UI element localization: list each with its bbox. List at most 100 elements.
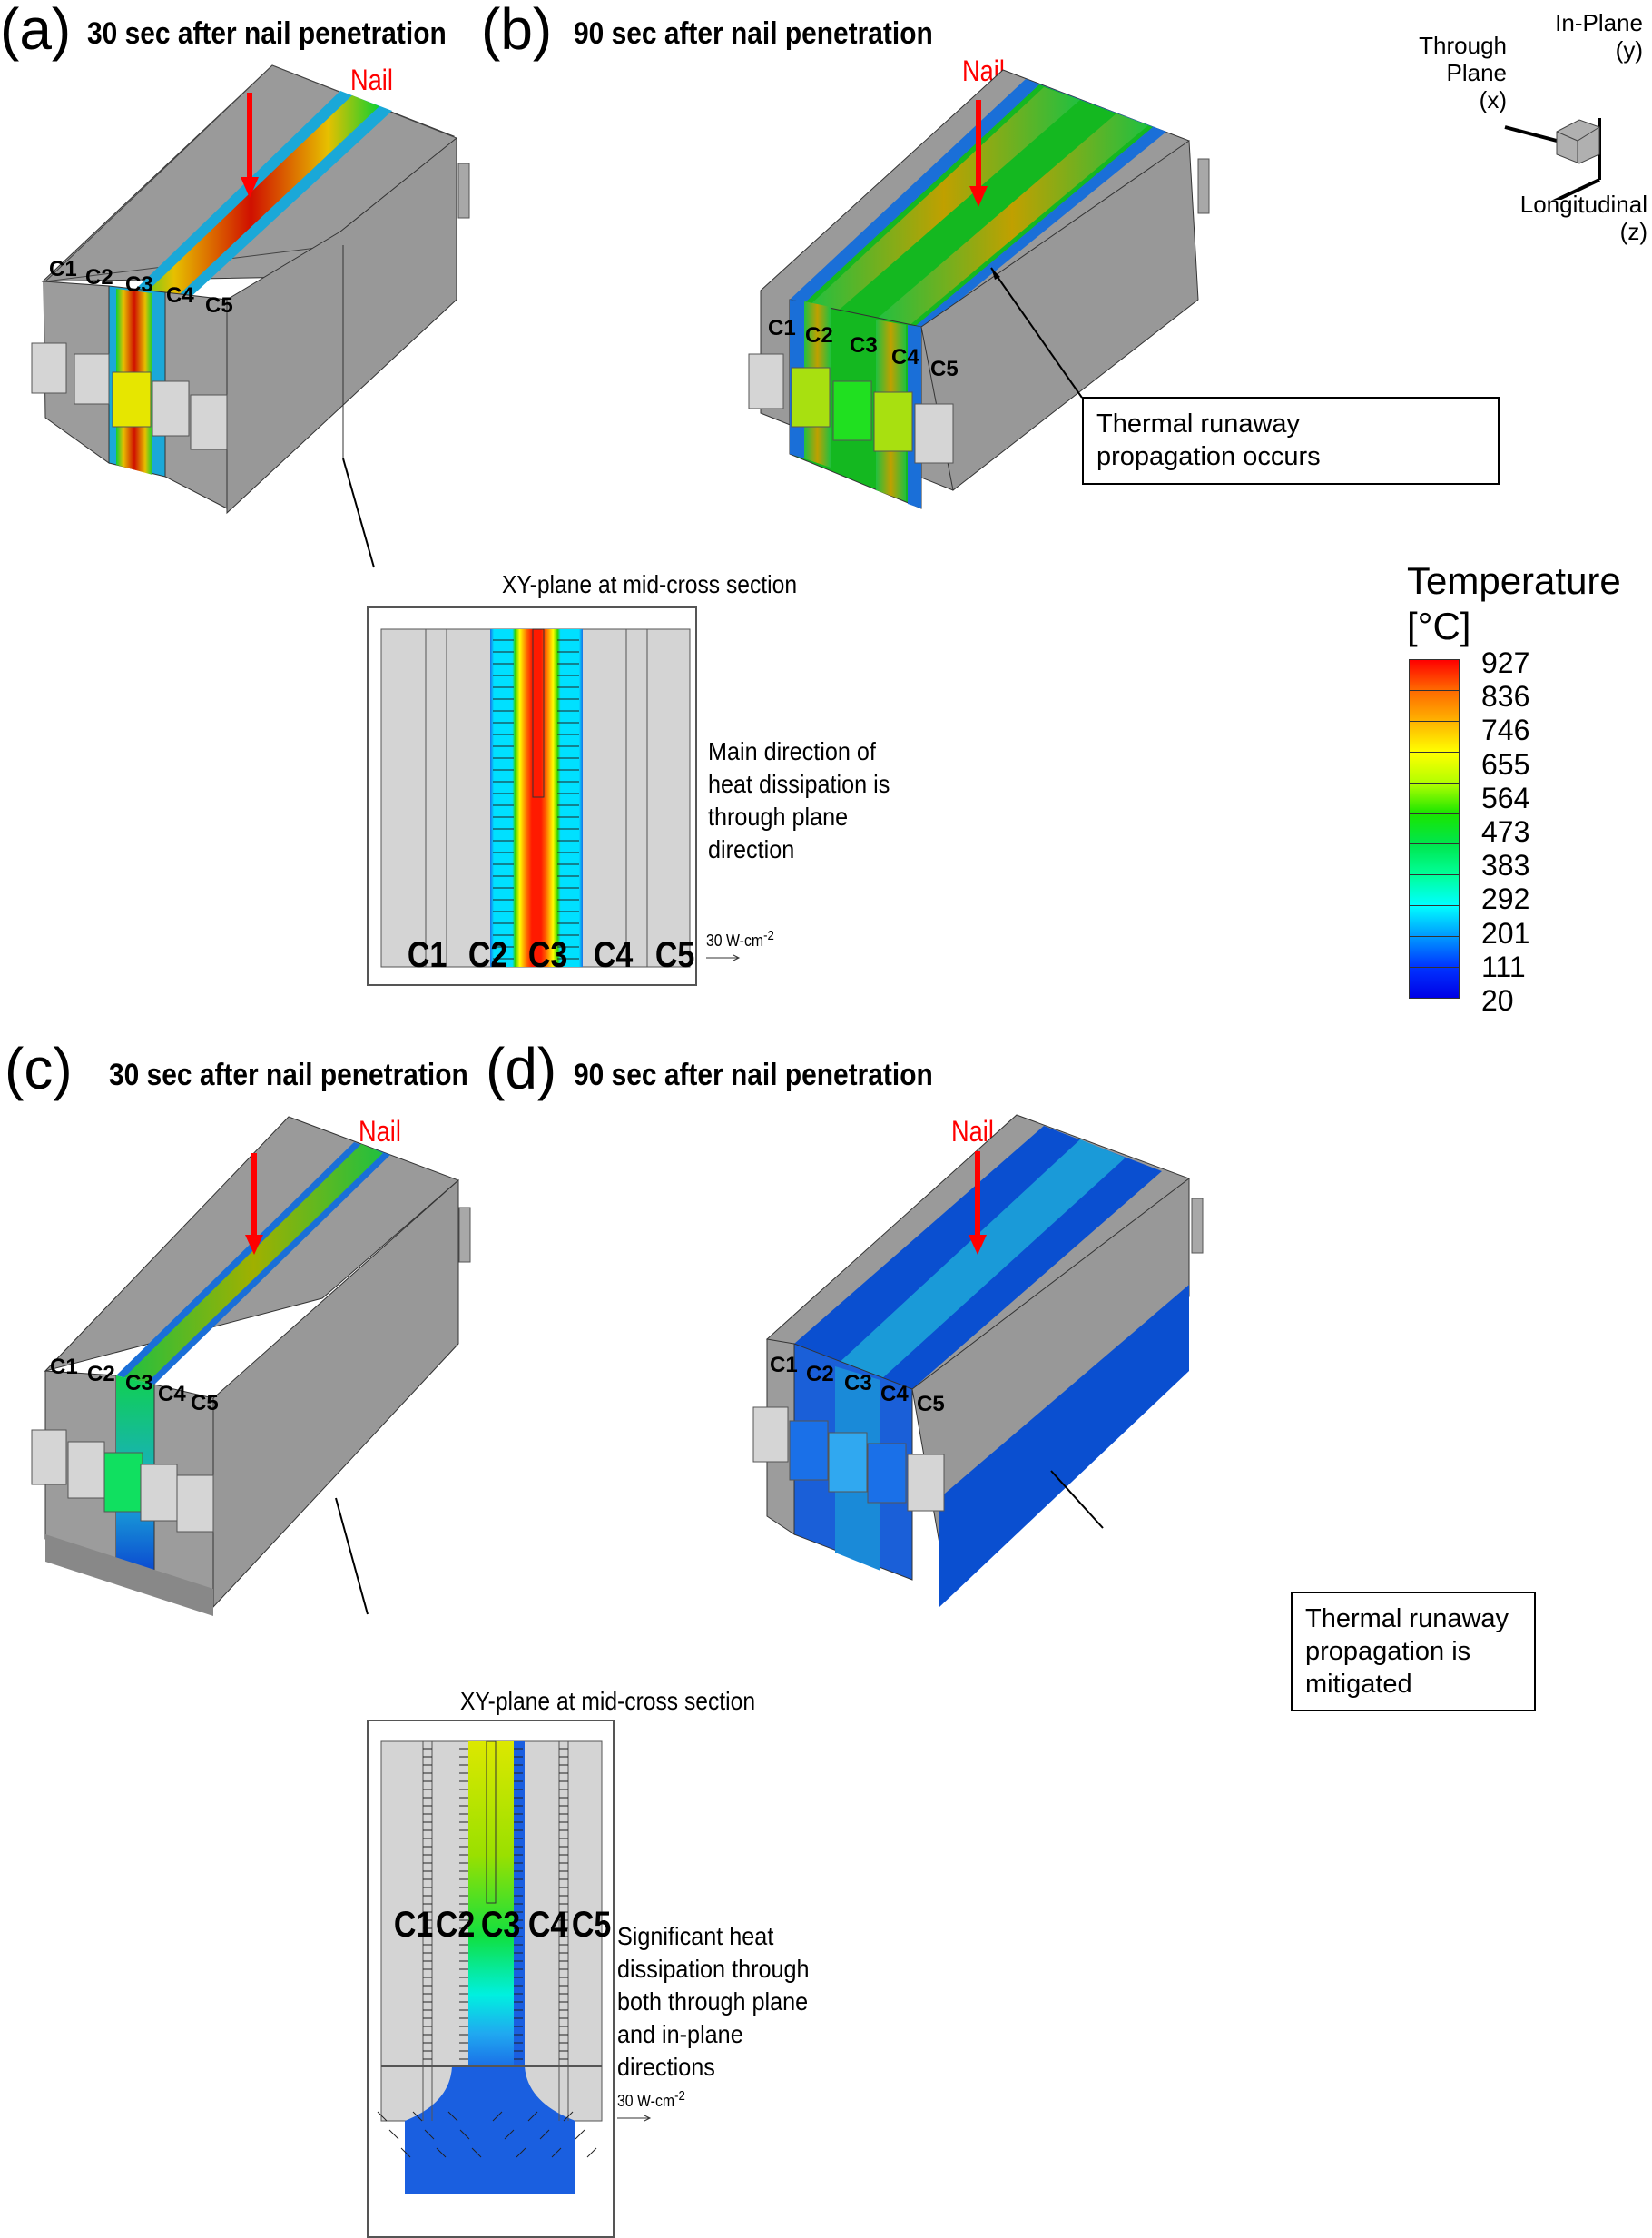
note-line: and in-plane [617, 2020, 743, 2048]
legend-color-segment [1410, 968, 1459, 998]
callout-line: propagation is [1305, 1637, 1471, 1666]
c3-tab-warm [832, 380, 872, 441]
vector-scale-exponent: -2 [763, 928, 774, 943]
callout-pointer [1050, 1470, 1104, 1529]
heat-flux-arrow [400, 2147, 411, 2158]
cell-label-c5: C5 [930, 357, 959, 381]
in-plane-axis-label: In-Plane (y) [1507, 9, 1643, 64]
callout-line: Thermal runaway [1305, 1604, 1509, 1633]
vector-scale-2-label: 30 W-cm-2 [617, 2088, 685, 2111]
legend-tick-label: 927 [1481, 646, 1530, 679]
cell-label-c2: C2 [805, 323, 833, 348]
cell-label-c5: C5 [205, 293, 233, 318]
vector-scale-1-label: 30 W-cm-2 [706, 928, 774, 951]
pointer-line [335, 1497, 369, 1615]
panel-d-battery-module [752, 1114, 1204, 1607]
axis-label-line: (z) [1619, 218, 1647, 245]
heat-field [490, 629, 583, 967]
axis-label-line: Plane [1446, 59, 1508, 86]
heat-flux-arrow [539, 2129, 550, 2140]
cell-label-c2: C2 [87, 1362, 115, 1386]
axis-label-line: (x) [1479, 86, 1507, 113]
note-line: Significant heat [617, 1922, 774, 1950]
xs2-label-c3: C3 [480, 1905, 521, 1945]
note-line: dissipation through [617, 1955, 810, 1983]
note-line: through plane [708, 803, 849, 831]
cell-label-c1: C1 [768, 316, 796, 340]
c4-tab-warm [873, 391, 913, 452]
legend-tick-label: 20 [1481, 984, 1514, 1017]
through-plane-axis-label: Through Plane (x) [1380, 32, 1507, 113]
cross-section-2-title: XY-plane at mid-cross section [460, 1687, 756, 1715]
legend-color-segment [1410, 875, 1459, 907]
legend-color-segment [1410, 690, 1459, 722]
cross-section-2-frame [367, 1720, 615, 2238]
legend-title: Temperature [°C] [1407, 558, 1621, 649]
tab [152, 380, 190, 437]
heat-flux-arrow [551, 2147, 562, 2158]
cell-label-c4: C4 [891, 345, 919, 370]
panel-b-callout: Thermal runaway propagation occurs [1082, 397, 1500, 485]
c2-tab-warm [791, 367, 831, 428]
callout-line: propagation occurs [1096, 442, 1321, 471]
xs2-label-c1: C1 [393, 1905, 434, 1945]
cross-section-2-plot [377, 1740, 603, 2194]
axis-label-line: Longitudinal [1519, 191, 1647, 218]
legend-tick-label: 655 [1481, 747, 1530, 781]
legend-color-segment [1410, 813, 1459, 845]
callout-line: mitigated [1305, 1670, 1412, 1699]
legend-tick-label: 836 [1481, 680, 1530, 714]
legend-color-segment [1410, 844, 1459, 876]
cell-label-c5: C5 [917, 1392, 945, 1416]
vector-scale-text: 30 W-cm [617, 2092, 675, 2110]
legend-title-text: Temperature [1407, 559, 1621, 602]
heat-flux-arrow [412, 2111, 423, 2122]
note-line: both through plane [617, 1987, 809, 2016]
cross-section-2-note: Significant heat dissipation through bot… [617, 1920, 810, 2084]
panel-b-battery-module [748, 69, 1210, 509]
xs1-label-c1: C1 [407, 935, 447, 975]
panel-b-title: 90 sec after nail penetration [574, 16, 933, 51]
cross-section-1-note: Main direction of heat dissipation is th… [708, 735, 890, 866]
heat-flux-arrow [492, 2111, 503, 2122]
xs2-label-c2: C2 [435, 1905, 476, 1945]
cell-label-c2: C2 [806, 1362, 834, 1386]
xs1-label-c3: C3 [527, 935, 568, 975]
cell-label-c2: C2 [85, 265, 113, 290]
note-line: heat dissipation is [708, 770, 890, 798]
panel-c-battery-module [31, 1116, 471, 1616]
note-line: direction [708, 835, 795, 863]
axis-label-line: In-Plane [1555, 9, 1643, 36]
heat-field [468, 1741, 514, 2066]
panel-b-letter: (b) [481, 0, 553, 62]
xs1-label-c5: C5 [654, 935, 695, 975]
legend-colorbar [1409, 659, 1460, 999]
side-face [212, 1178, 459, 1609]
xs2-label-c4: C4 [527, 1905, 568, 1945]
legend-tick-label: 473 [1481, 815, 1530, 848]
cooling-plate-blue [939, 1285, 1189, 1607]
cell-label-c5: C5 [191, 1391, 219, 1415]
note-line: directions [617, 2053, 715, 2081]
heat-flux-arrow [388, 2129, 399, 2140]
cell-label-c1: C1 [50, 1355, 78, 1379]
legend-tick-label: 746 [1481, 714, 1530, 747]
heat-flux-arrow [563, 2111, 574, 2122]
callout-line: Thermal runaway [1096, 409, 1301, 439]
cell-label-c3: C3 [125, 272, 153, 297]
heat-flux-arrow [471, 2147, 482, 2158]
heat-flux-arrow [504, 2129, 515, 2140]
panel-c-nail-label: Nail [359, 1115, 401, 1148]
pointer-line [342, 458, 375, 568]
legend-tick-label: 383 [1481, 849, 1530, 882]
panel-c-title: 30 sec after nail penetration [109, 1058, 468, 1092]
panel-a-title: 30 sec after nail penetration [87, 16, 447, 51]
legend-color-segment [1410, 783, 1459, 814]
c3-tab-warm [103, 1452, 143, 1513]
legend-tick-label: 111 [1481, 950, 1526, 983]
legend-color-segment [1410, 660, 1459, 691]
c3-warm-stripe [124, 1144, 383, 1383]
heat-flux-arrow [527, 2111, 538, 2122]
xs2-label-c5: C5 [571, 1905, 612, 1945]
